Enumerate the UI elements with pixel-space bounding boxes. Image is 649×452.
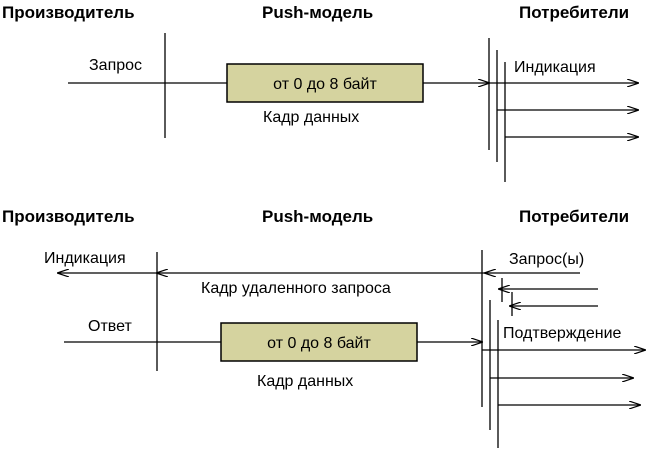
confirmation-label: Подтверждение: [503, 325, 622, 342]
model-heading: Push-модель: [262, 3, 373, 22]
consumers-heading-2: Потребители: [519, 207, 629, 226]
response-label: Ответ: [88, 318, 132, 335]
requests-label: Запрос(ы): [509, 251, 584, 268]
indication-label: Индикация: [514, 59, 596, 76]
remote-frame-label: Кадр удаленного запроса: [201, 280, 391, 297]
data-frame-label-2: Кадр данных: [257, 373, 353, 390]
request-label: Запрос: [89, 57, 142, 74]
payload-label-2: от 0 до 8 байт: [267, 335, 371, 352]
remote-request-diagram: Производитель Push-модель Потребители Ин…: [2, 207, 645, 448]
data-frame-label: Кадр данных: [263, 109, 359, 126]
producer-heading-2: Производитель: [2, 207, 135, 226]
indication-label-2: Индикация: [44, 250, 126, 267]
producer-heading: Производитель: [2, 3, 135, 22]
push-model-diagram: Производитель Push-модель Потребители За…: [2, 3, 638, 182]
data-frame-box-2: [220, 322, 418, 362]
consumers-heading: Потребители: [519, 3, 629, 22]
model-heading-2: Push-модель: [262, 207, 373, 226]
payload-label: от 0 до 8 байт: [273, 76, 377, 93]
